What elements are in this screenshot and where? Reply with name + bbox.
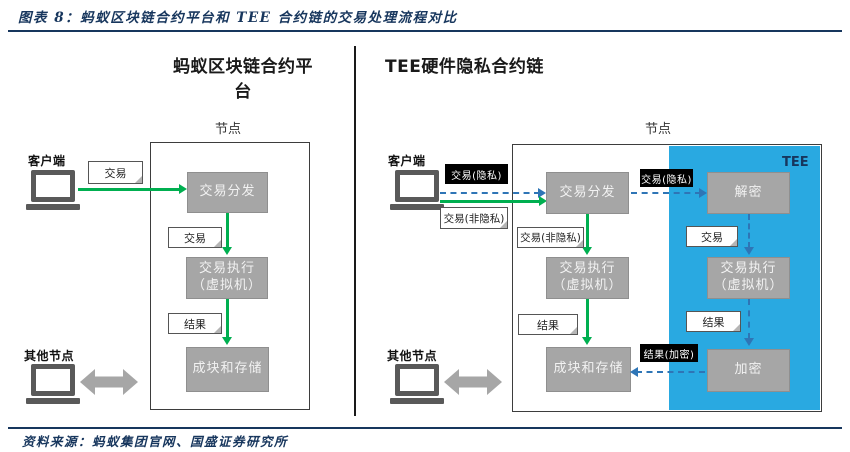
encrypt-box: 加密: [707, 349, 790, 392]
left-client-laptop-icon: [26, 170, 80, 210]
laptop-screen: [31, 364, 75, 396]
right-result-tag: 结果: [518, 314, 578, 335]
left-client-label: 客户端: [28, 154, 66, 168]
right-client-laptop-icon: [390, 170, 444, 210]
right-storage-box: 成块和存储: [546, 347, 631, 392]
tx-private-mid-tag: 交易(隐私): [640, 169, 693, 187]
left-other-nodes-label: 其他节点: [24, 349, 75, 363]
left-tx-tag: 交易: [88, 161, 143, 184]
left-dispatch-box: 交易分发: [187, 172, 268, 213]
footer-rule: [8, 427, 842, 429]
right-execute-box: 交易执行 （虚拟机）: [546, 257, 629, 299]
right-node-label: 节点: [644, 122, 671, 137]
left-execute-box: 交易执行 （虚拟机）: [186, 257, 268, 299]
laptop-base: [26, 204, 80, 210]
tx-private-in-tag: 交易(隐私): [445, 164, 508, 184]
right-panel-title: TEE硬件隐私合约链: [385, 57, 544, 77]
left-panel-title: 蚂蚁区块链合约平台: [173, 57, 313, 102]
right-dispatch-to-execute-arrow: [582, 214, 592, 255]
left-tx-mid-tag: 交易: [168, 227, 222, 248]
laptop-base: [390, 204, 444, 210]
encrypt-to-storage-arrow: [630, 367, 705, 377]
tx-tee-tag: 交易: [686, 226, 738, 247]
decrypt-box: 解密: [707, 172, 790, 214]
laptop-screen: [395, 170, 439, 202]
left-sync-double-arrow-icon: [80, 369, 138, 395]
decrypt-to-execute-arrow: [744, 214, 754, 255]
tx-nonprivate-mid-tag: 交易(非隐私): [517, 227, 584, 248]
right-sync-double-arrow-icon: [444, 369, 502, 395]
right-client-label: 客户端: [388, 154, 426, 168]
tx-nonprivate-in-tag: 交易(非隐私): [440, 207, 508, 229]
left-dispatch-to-execute-arrow: [222, 213, 232, 255]
left-other-nodes-laptop-icon: [26, 364, 80, 404]
left-execute-to-storage-arrow: [222, 299, 232, 345]
tee-execute-box: 交易执行 （虚拟机）: [707, 257, 790, 299]
left-storage-box: 成块和存储: [186, 347, 269, 392]
left-tx-arrow-green: [78, 184, 187, 194]
panel-divider: [354, 46, 356, 416]
left-node-label: 节点: [214, 122, 241, 137]
tee-result-tag: 结果: [686, 311, 741, 332]
execute-to-encrypt-arrow: [744, 299, 754, 346]
laptop-screen: [31, 170, 75, 202]
tx-private-to-decrypt-arrow: [631, 188, 707, 198]
laptop-screen: [395, 364, 439, 396]
figure-title: 图表 8：蚂蚁区块链合约平台和 TEE 合约链的交易处理流程对比: [18, 10, 458, 26]
right-other-nodes-label: 其他节点: [387, 349, 438, 363]
tx-private-in-arrow: [440, 188, 546, 198]
right-dispatch-box: 交易分发: [546, 172, 629, 214]
tee-label: TEE: [782, 155, 809, 170]
result-encrypted-tag: 结果(加密): [640, 344, 698, 362]
right-execute-to-storage-arrow: [582, 299, 592, 345]
header-rule: [8, 30, 842, 32]
source-line: 资料来源：蚂蚁集团官网、国盛证券研究所: [22, 434, 289, 449]
tx-nonprivate-in-arrow: [440, 196, 547, 206]
laptop-base: [390, 398, 444, 404]
laptop-base: [26, 398, 80, 404]
left-result-tag: 结果: [168, 313, 222, 334]
right-other-nodes-laptop-icon: [390, 364, 444, 404]
